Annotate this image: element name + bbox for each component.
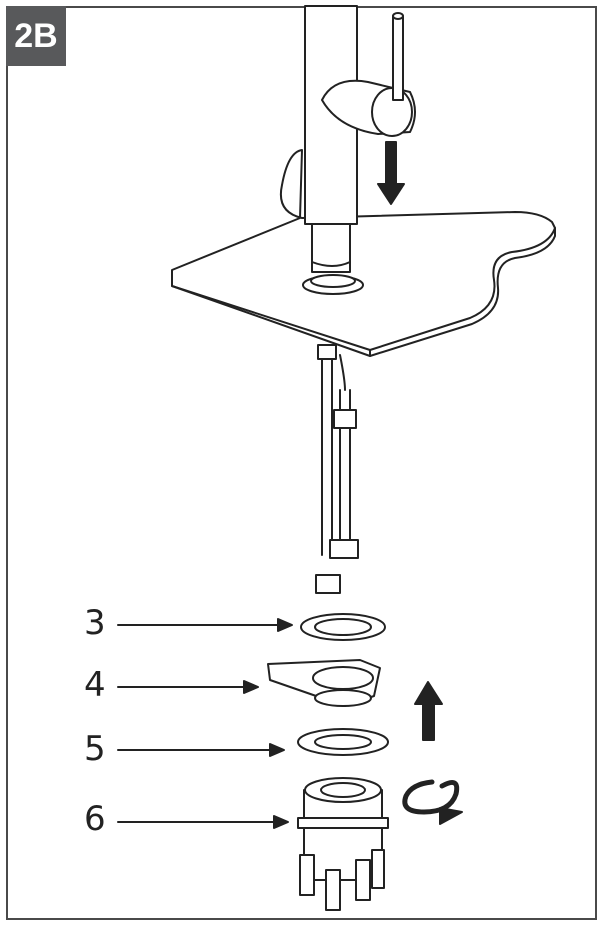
rotate-arrow-icon (402, 779, 463, 825)
supply-hoses (315, 344, 359, 594)
part-6-mounting-nut (297, 777, 389, 911)
countertop (171, 149, 556, 357)
up-arrow-icon (414, 681, 443, 741)
part-5-washer (297, 728, 389, 756)
down-arrow-icon (377, 141, 405, 205)
callout-number-3: 3 (84, 603, 106, 643)
callout-number-6: 6 (84, 799, 106, 839)
faucet-body (302, 5, 364, 295)
part-3-gasket (300, 613, 386, 641)
faucet-lever-handle (321, 12, 416, 137)
callout-leaders (117, 618, 293, 829)
part-4-horseshoe-plate (267, 659, 381, 707)
step-badge: 2B (6, 6, 66, 66)
callout-number-4: 4 (84, 665, 106, 705)
callout-number-5: 5 (84, 729, 106, 769)
